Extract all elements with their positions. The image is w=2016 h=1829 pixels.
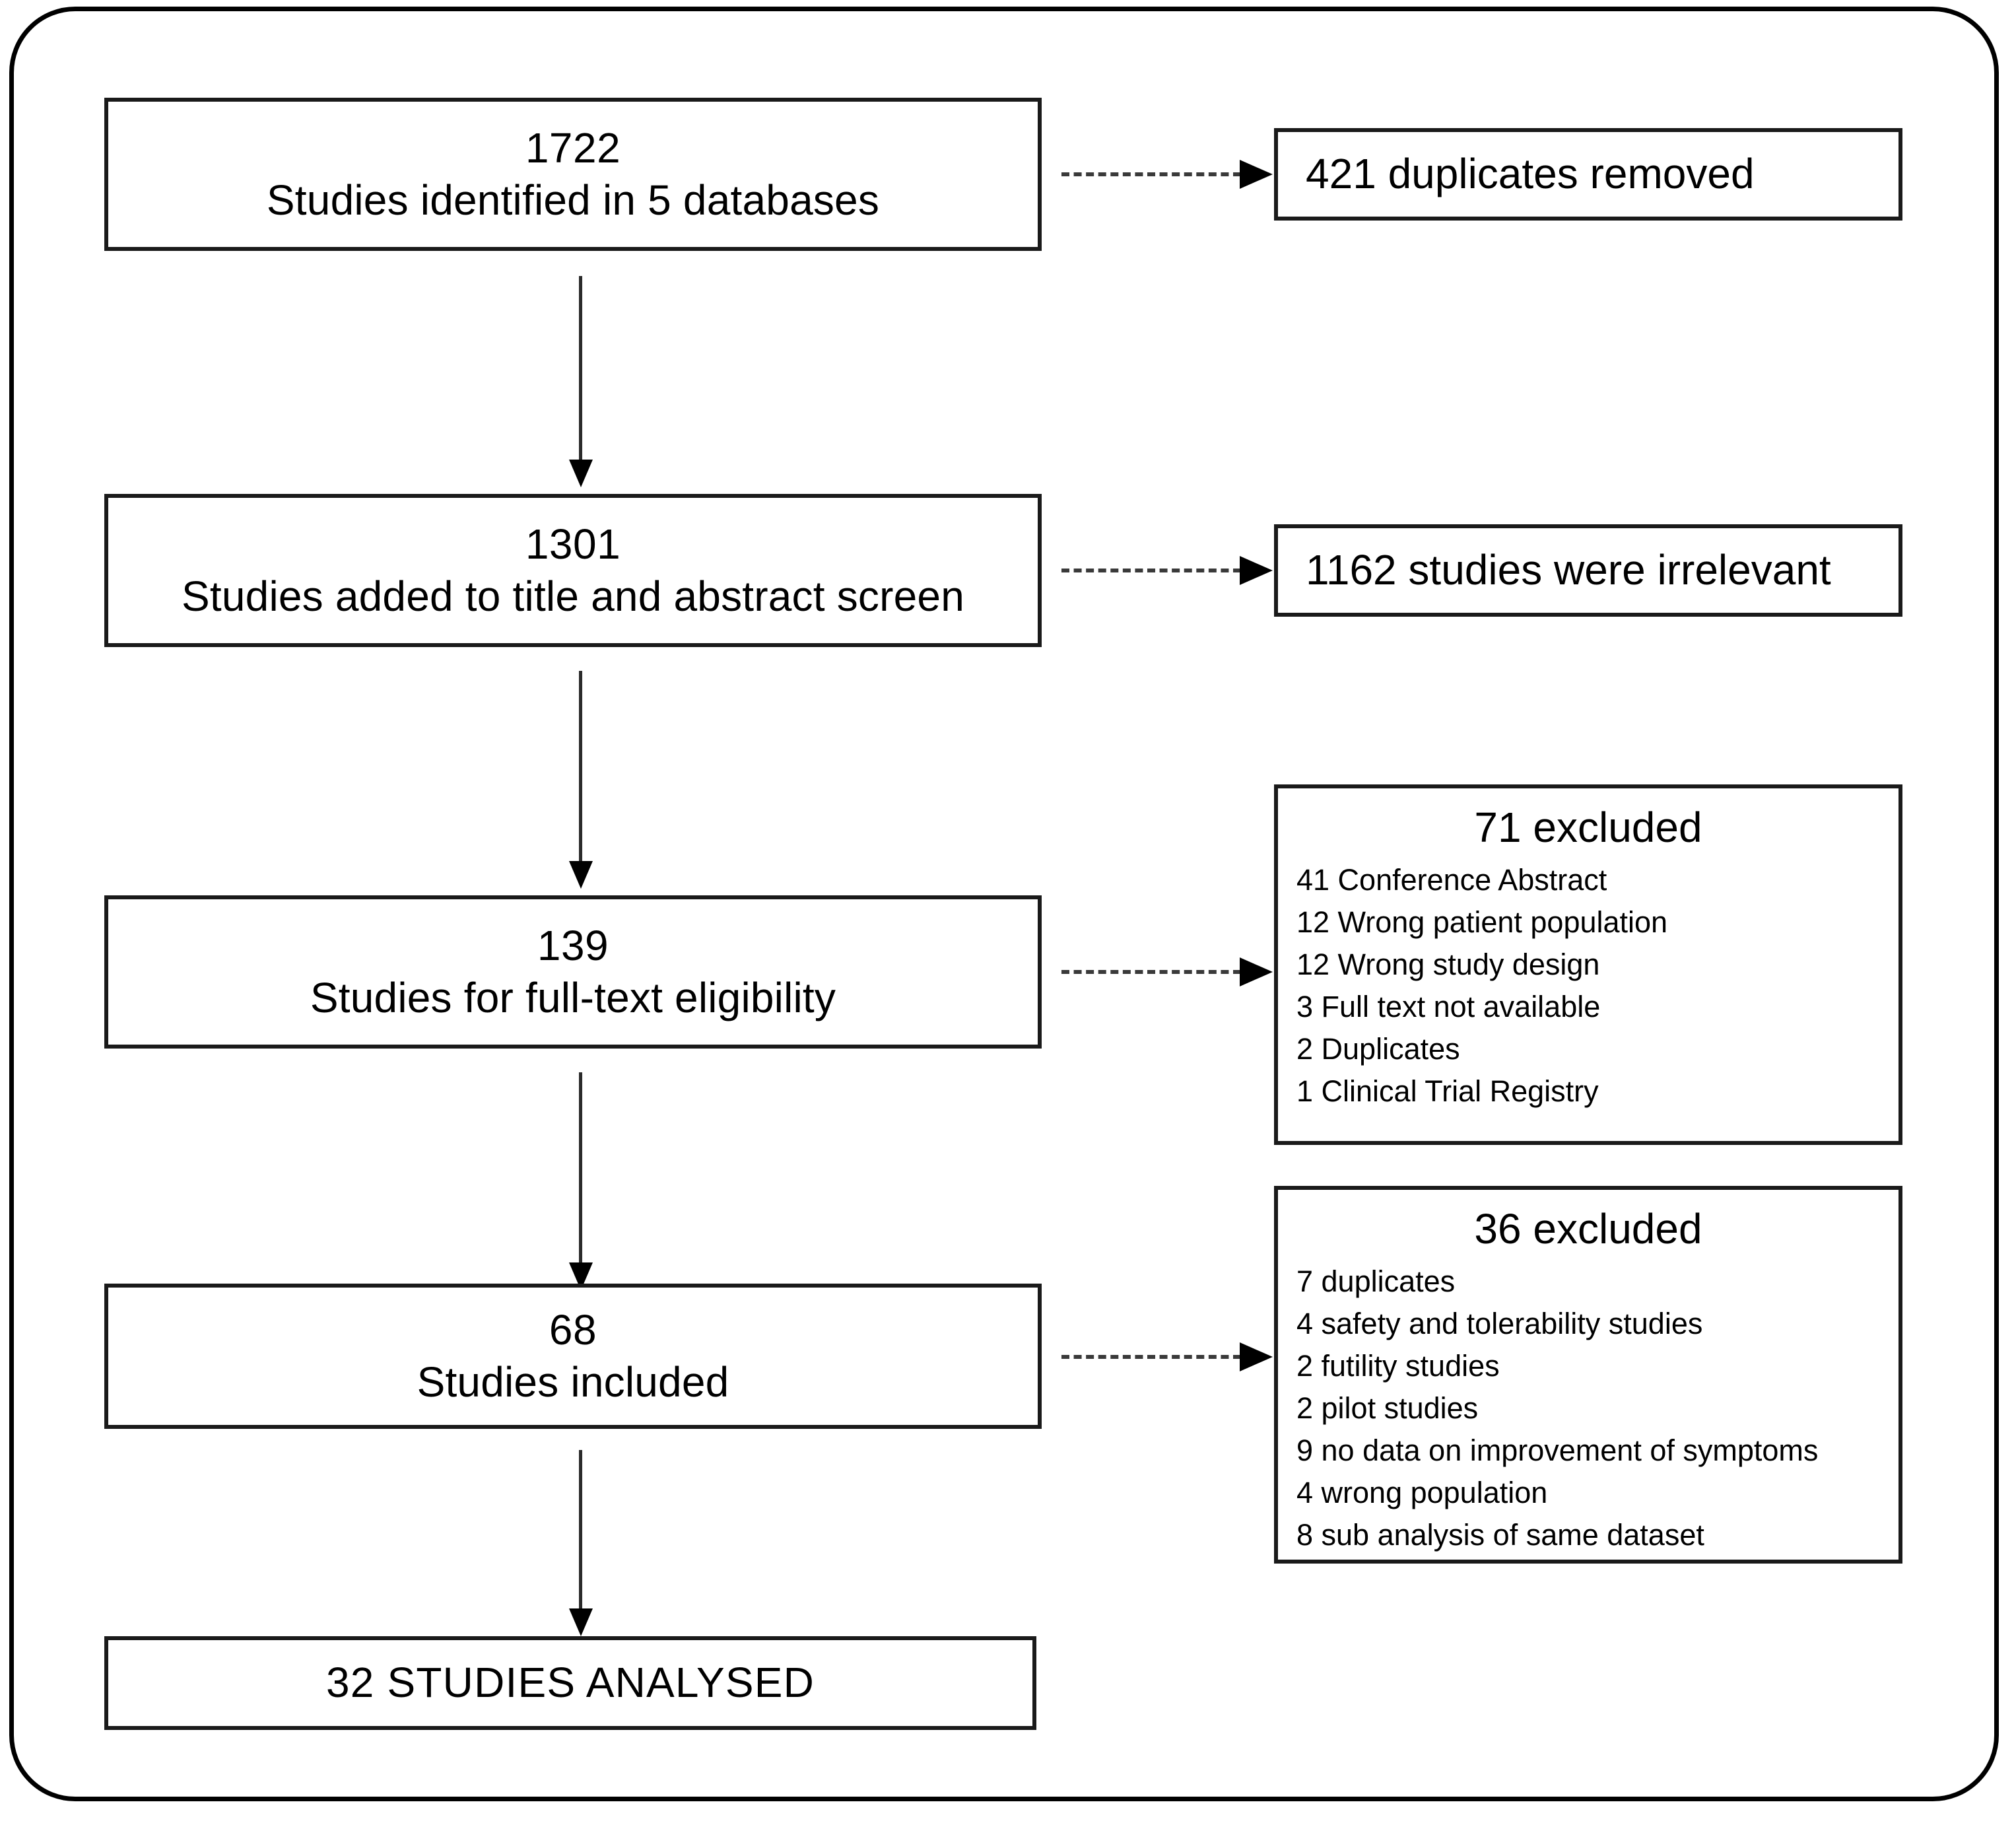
stage-count-full-text-eligibility: 139 xyxy=(537,921,609,969)
exclusion-box-excluded-36: 36 excluded 7 duplicates 4 safety and to… xyxy=(1274,1186,1902,1564)
exclusion-reason-item: 9 no data on improvement of symptoms xyxy=(1296,1433,1819,1467)
exclusion-label-duplicates-removed: 421 duplicates removed xyxy=(1306,150,1755,198)
stage-count-title-abstract-screen: 1301 xyxy=(525,520,621,568)
connector-included-to-analysed xyxy=(569,1450,593,1636)
stage-count-included: 68 xyxy=(549,1305,597,1354)
exclusion-box-irrelevant: 1162 studies were irrelevant xyxy=(1274,524,1902,617)
connector-fulltext-to-excluded71 xyxy=(1061,957,1274,987)
exclusion-title-excluded-36: 36 excluded xyxy=(1474,1205,1702,1253)
exclusion-reason-list-71: 41 Conference Abstract 12 Wrong patient … xyxy=(1278,859,1898,1112)
exclusion-reason-item: 8 sub analysis of same dataset xyxy=(1296,1517,1704,1552)
exclusion-reason-item: 2 Duplicates xyxy=(1296,1031,1460,1066)
stage-box-full-text-eligibility: 139 Studies for full-text eligibility xyxy=(104,895,1042,1049)
exclusion-title-excluded-71: 71 excluded xyxy=(1474,804,1702,851)
stage-label-full-text-eligibility: Studies for full-text eligibility xyxy=(310,974,836,1021)
final-box-analysed: 32 STUDIES ANALYSED xyxy=(104,1636,1036,1730)
stage-label-included: Studies included xyxy=(417,1358,729,1406)
exclusion-reason-list-36: 7 duplicates 4 safety and tolerability s… xyxy=(1278,1260,1898,1556)
exclusion-reason-item: 4 safety and tolerability studies xyxy=(1296,1307,1703,1341)
connector-fulltext-to-included xyxy=(569,1072,593,1290)
exclusion-box-excluded-71: 71 excluded 41 Conference Abstract 12 Wr… xyxy=(1274,784,1902,1145)
stage-label-title-abstract-screen: Studies added to title and abstract scre… xyxy=(181,572,965,620)
connector-screen-to-fulltext xyxy=(569,671,593,889)
exclusion-reason-item: 12 Wrong study design xyxy=(1296,947,1600,981)
exclusion-reason-item: 3 Full text not available xyxy=(1296,989,1601,1023)
stage-count-identified: 1722 xyxy=(525,123,621,172)
connector-identified-to-screen xyxy=(569,276,593,487)
exclusion-reason-item: 1 Clinical Trial Registry xyxy=(1296,1074,1599,1108)
connector-screen-to-irrelevant xyxy=(1061,555,1274,586)
exclusion-reason-item: 41 Conference Abstract xyxy=(1296,863,1607,897)
diagram-outer-frame xyxy=(9,7,1999,1801)
exclusion-reason-item: 7 duplicates xyxy=(1296,1264,1456,1299)
exclusion-reason-item: 2 futility studies xyxy=(1296,1348,1500,1383)
exclusion-reason-item: 12 Wrong patient population xyxy=(1296,905,1668,940)
exclusion-box-duplicates-removed: 421 duplicates removed xyxy=(1274,128,1902,221)
stage-box-title-abstract-screen: 1301 Studies added to title and abstract… xyxy=(104,494,1042,647)
connector-identified-to-duplicates xyxy=(1061,159,1274,190)
exclusion-reason-item: 2 pilot studies xyxy=(1296,1391,1479,1425)
exclusion-label-irrelevant: 1162 studies were irrelevant xyxy=(1306,546,1831,594)
stage-label-identified: Studies identified in 5 databases xyxy=(266,176,880,224)
stage-box-identified: 1722 Studies identified in 5 databases xyxy=(104,98,1042,251)
final-label-analysed: 32 STUDIES ANALYSED xyxy=(325,1659,815,1707)
exclusion-reason-item: 4 wrong population xyxy=(1296,1475,1548,1509)
stage-box-included: 68 Studies included xyxy=(104,1284,1042,1429)
connector-included-to-excluded36 xyxy=(1061,1342,1274,1372)
